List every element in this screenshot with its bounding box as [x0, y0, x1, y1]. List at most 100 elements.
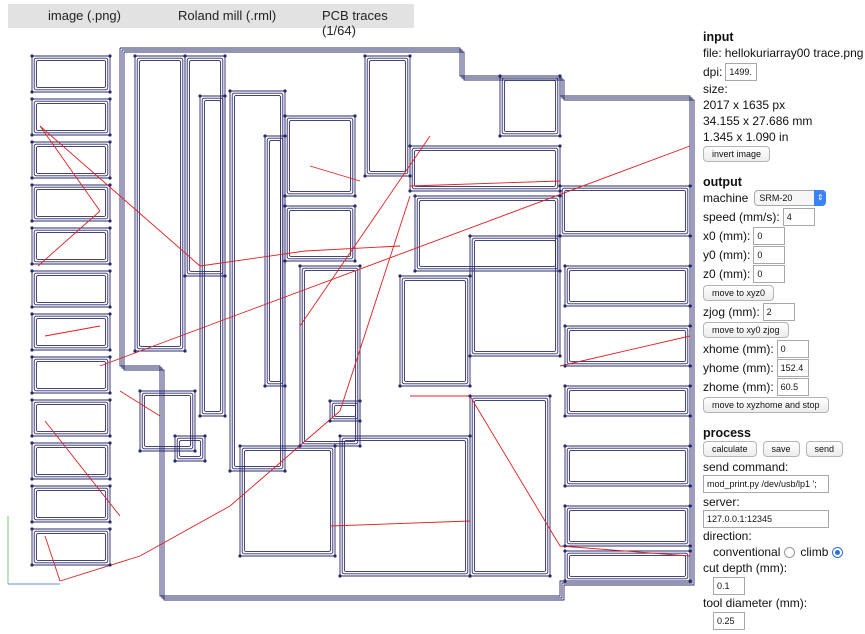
- trace-point: [408, 189, 412, 193]
- trace-outline: [141, 392, 194, 450]
- trace-outline: [184, 55, 226, 277]
- trace-point: [223, 414, 227, 418]
- move-to-xyz0-button[interactable]: move to xyz0: [703, 284, 775, 301]
- trace-point: [283, 469, 287, 473]
- trace-outline: [35, 317, 107, 347]
- trace-outline: [503, 79, 557, 133]
- trace-point: [688, 184, 692, 188]
- trace-outline: [411, 147, 559, 190]
- calculate-button[interactable]: calculate: [703, 441, 757, 457]
- trace-point: [198, 414, 202, 418]
- trace-point: [223, 94, 227, 98]
- trace-point: [173, 459, 177, 463]
- trace-outline: [339, 435, 471, 577]
- send-command-input[interactable]: mod_print.py /dev/usb/lp1 ';: [703, 475, 829, 493]
- trace-outline: [33, 530, 109, 564]
- conventional-label: conventional: [713, 545, 781, 559]
- server-input[interactable]: 127.0.0.1:12345: [703, 510, 829, 528]
- move-line: [329, 520, 471, 527]
- cut-depth-input[interactable]: 0.1: [713, 576, 745, 595]
- zhome-input[interactable]: 60.5: [776, 377, 809, 396]
- trace-outline: [139, 390, 196, 452]
- move-to-xy0-zjog-button[interactable]: move to xy0 zjog: [703, 322, 789, 338]
- trace-point: [468, 574, 472, 578]
- trace-point: [353, 259, 357, 263]
- trace-point: [203, 434, 207, 438]
- x0-input[interactable]: 0: [753, 226, 786, 245]
- trace-outline: [31, 356, 111, 394]
- trace-point: [30, 527, 34, 531]
- trace-outline: [176, 437, 204, 460]
- direction-label: direction:: [703, 529, 752, 543]
- trace-point: [108, 348, 112, 352]
- trace-point: [353, 114, 357, 118]
- trace-outline: [469, 395, 551, 577]
- trace-outline: [286, 117, 354, 195]
- zjog-input[interactable]: 2: [762, 302, 795, 321]
- speed-label: speed (mm/s):: [703, 209, 780, 224]
- trace-point: [468, 354, 472, 358]
- xhome-input[interactable]: 0: [776, 339, 809, 358]
- trace-point: [183, 274, 187, 278]
- conventional-radio[interactable]: [784, 546, 796, 558]
- trace-outline: [329, 400, 361, 422]
- move-to-xyzhome-button[interactable]: move to xyzhome and stop: [703, 397, 829, 413]
- send-button[interactable]: send: [805, 441, 844, 457]
- trace-outline: [203, 99, 222, 413]
- trace-point: [413, 269, 417, 273]
- trace-point: [688, 504, 692, 508]
- trace-point: [328, 419, 332, 423]
- trace-outline: [243, 449, 332, 553]
- trace-point: [238, 444, 242, 448]
- trace-outline: [33, 401, 109, 435]
- tool-diameter-input[interactable]: 0.25: [713, 611, 745, 630]
- trace-outline: [366, 57, 409, 175]
- y0-input[interactable]: 0: [753, 245, 786, 264]
- trace-outline: [35, 231, 107, 261]
- trace-outline: [416, 197, 559, 270]
- trace-outline: [566, 327, 689, 365]
- trace-point: [108, 441, 112, 445]
- move-line: [37, 210, 101, 267]
- trace-outline: [33, 186, 109, 220]
- output-format-menu[interactable]: Roland mill (.rml): [178, 8, 277, 23]
- trace-outline: [31, 399, 111, 437]
- trace-outline: [31, 528, 111, 566]
- trace-point: [228, 469, 232, 473]
- input-format-menu[interactable]: image (.png): [48, 8, 121, 23]
- z0-input[interactable]: 0: [753, 264, 786, 283]
- toolpath-canvas[interactable]: [0, 36, 700, 629]
- trace-point: [558, 74, 562, 78]
- trace-point: [563, 579, 567, 583]
- process-menu[interactable]: PCB traces (1/64): [322, 8, 388, 38]
- machine-select[interactable]: SRM-20⇕: [754, 190, 827, 206]
- climb-radio[interactable]: [832, 546, 844, 558]
- invert-image-button[interactable]: invert image: [703, 146, 771, 162]
- trace-point: [283, 259, 287, 263]
- dpi-input[interactable]: 1499.: [725, 62, 758, 81]
- trace-outline: [35, 403, 107, 433]
- trace-point: [223, 274, 227, 278]
- trace-point: [133, 349, 137, 353]
- move-line: [309, 165, 361, 182]
- move-line: [139, 505, 231, 557]
- save-button[interactable]: save: [762, 441, 800, 457]
- trace-point: [298, 444, 302, 448]
- yhome-input[interactable]: 152.4: [776, 358, 809, 377]
- trace-point: [108, 54, 112, 58]
- trace-point: [283, 89, 287, 93]
- trace-point: [108, 305, 112, 309]
- move-line: [44, 420, 121, 517]
- trace-outline: [174, 435, 206, 462]
- trace-point: [30, 305, 34, 309]
- process-heading: process: [703, 426, 751, 440]
- trace-point: [30, 54, 34, 58]
- trace-outline: [268, 139, 282, 383]
- speed-input[interactable]: 4: [782, 207, 815, 226]
- trace-outline: [201, 97, 224, 415]
- move-line: [119, 390, 161, 417]
- trace-point: [688, 304, 692, 308]
- trace-outline: [568, 554, 687, 578]
- trace-point: [30, 441, 34, 445]
- trace-point: [30, 520, 34, 524]
